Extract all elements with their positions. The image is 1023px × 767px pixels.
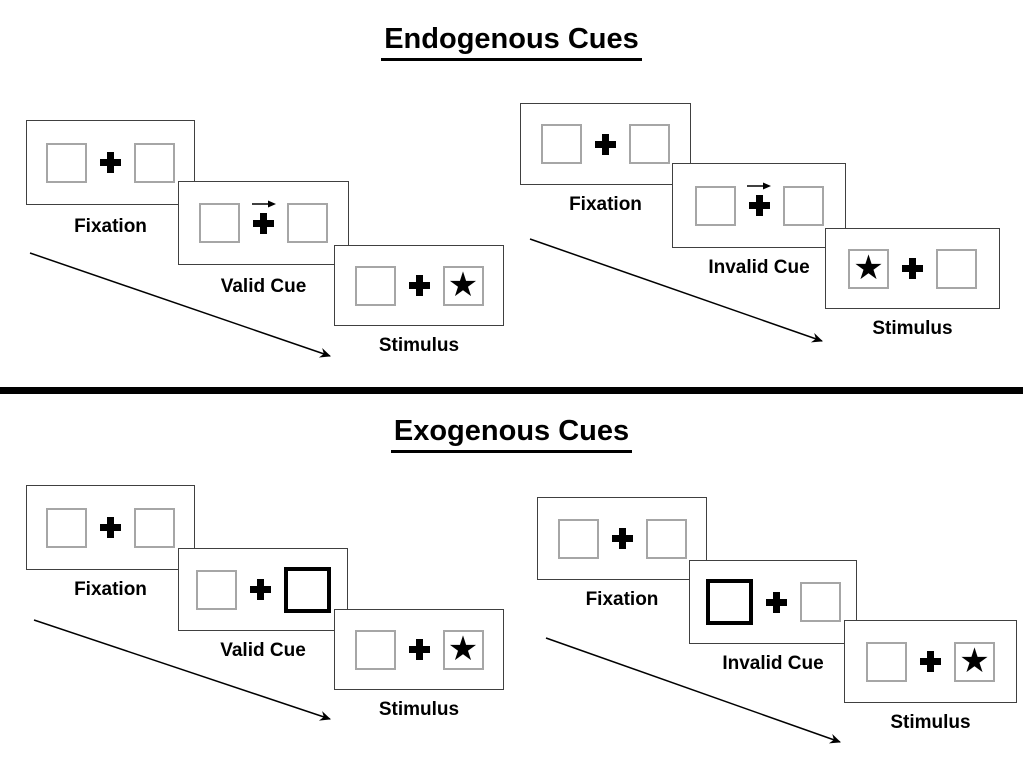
sequence-arrow-exogenous-valid xyxy=(33,619,331,721)
fixation-panel xyxy=(26,120,195,205)
fixation-cross-icon xyxy=(747,182,771,216)
stimulus-label: Stimulus xyxy=(890,712,971,733)
sequence-arrow-endogenous-valid xyxy=(29,252,331,358)
fixation-cross-icon xyxy=(100,152,121,173)
stimulus-panel: ★ xyxy=(825,228,1000,309)
fixation-cross-icon xyxy=(595,133,616,155)
left-box xyxy=(541,124,582,164)
section-title-exogenous: Exogenous Cues xyxy=(0,414,1023,453)
right-box xyxy=(134,142,175,183)
valid-cue-panel xyxy=(178,181,349,265)
left-box xyxy=(694,185,736,226)
fixation-cross-icon xyxy=(765,591,787,613)
stimulus-panel: ★ xyxy=(334,245,504,326)
right-box xyxy=(782,185,824,226)
left-box xyxy=(866,641,907,682)
section-divider xyxy=(0,387,1023,394)
valid-cue-panel xyxy=(178,548,348,631)
right-box: ★ xyxy=(954,641,995,682)
stimulus-star-icon: ★ xyxy=(853,248,884,287)
left-box xyxy=(46,507,87,548)
fixation-cross-icon xyxy=(611,528,633,549)
fixation-cross-icon xyxy=(100,517,121,538)
fixation-cross-icon xyxy=(408,639,430,660)
right-box xyxy=(936,248,977,289)
section-title-text: Endogenous Cues xyxy=(381,22,642,61)
sequence-arrow-endogenous-invalid xyxy=(529,238,823,343)
section-title-text: Exogenous Cues xyxy=(390,414,633,453)
sequence-arrow-exogenous-invalid xyxy=(545,637,841,744)
right-box: ★ xyxy=(442,629,484,670)
fixation-label: Fixation xyxy=(74,579,147,600)
stimulus-label: Stimulus xyxy=(872,318,953,339)
fixation-cross-icon xyxy=(251,200,276,234)
stimulus-star-icon: ★ xyxy=(447,265,479,304)
fixation-panel xyxy=(537,497,707,580)
left-box xyxy=(557,518,599,559)
stimulus-label: Stimulus xyxy=(378,699,460,720)
right-box xyxy=(287,203,328,243)
invalid-cue-panel xyxy=(672,163,846,248)
left-box xyxy=(354,629,396,670)
fixation-cross-icon xyxy=(249,579,271,600)
invalid-cue-label: Invalid Cue xyxy=(722,653,824,674)
left-box xyxy=(195,569,237,610)
right-box: ★ xyxy=(442,265,484,306)
fixation-label: Fixation xyxy=(569,194,642,215)
left-box xyxy=(46,142,87,183)
right-box xyxy=(799,582,841,622)
fixation-panel xyxy=(26,485,195,570)
stimulus-star-icon: ★ xyxy=(959,641,990,680)
invalid-cue-panel xyxy=(689,560,857,644)
right-box-highlighted xyxy=(283,566,331,613)
cue-arrow-icon xyxy=(251,197,277,209)
fixation-label: Fixation xyxy=(585,589,659,610)
stimulus-label: Stimulus xyxy=(378,335,460,356)
stimulus-panel: ★ xyxy=(844,620,1017,703)
right-box xyxy=(629,124,670,164)
left-box xyxy=(199,203,240,243)
right-box xyxy=(645,518,687,559)
left-box xyxy=(354,265,396,306)
stimulus-panel: ★ xyxy=(334,609,504,690)
valid-cue-label: Valid Cue xyxy=(220,640,306,661)
fixation-cross-icon xyxy=(920,651,941,672)
right-box xyxy=(134,507,175,548)
cue-arrow-icon xyxy=(746,179,772,191)
invalid-cue-label: Invalid Cue xyxy=(708,257,810,278)
valid-cue-label: Valid Cue xyxy=(220,276,307,297)
section-title-endogenous: Endogenous Cues xyxy=(0,22,1023,61)
fixation-panel xyxy=(520,103,691,185)
left-box-highlighted xyxy=(705,579,753,625)
fixation-cross-icon xyxy=(902,258,923,279)
fixation-label: Fixation xyxy=(74,216,147,237)
stimulus-star-icon: ★ xyxy=(447,629,479,668)
left-box: ★ xyxy=(848,248,889,289)
fixation-cross-icon xyxy=(408,275,430,296)
